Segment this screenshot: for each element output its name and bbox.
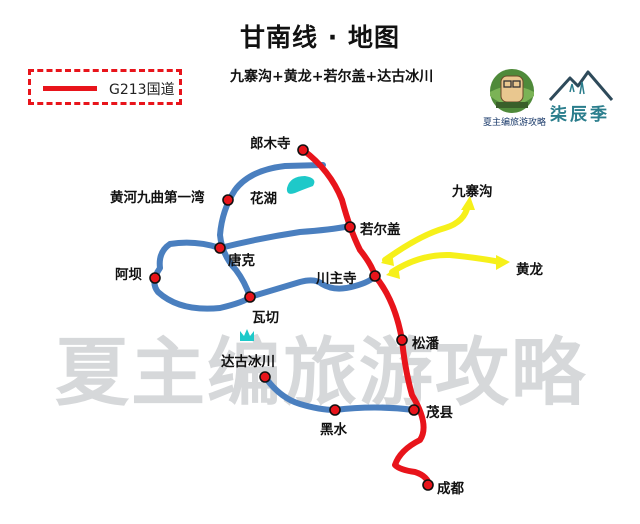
map-nodes: [149, 144, 434, 491]
arrow-jiuzhaigou: [382, 202, 471, 263]
arrow-huanglong: [389, 251, 503, 275]
brand-name: 柒辰季: [550, 105, 610, 125]
label-dagu: 达古冰川: [221, 354, 275, 370]
label-huanghe: 黄河九曲第一湾: [110, 190, 205, 206]
label-heishui: 黑水: [320, 422, 347, 438]
label-ruoergai: 若尔盖: [360, 222, 401, 238]
node-chengdu: [422, 479, 434, 491]
node-maoxian: [408, 404, 420, 416]
huahu-lake-icon: [286, 176, 315, 194]
label-langmusi: 郎木寺: [250, 136, 291, 152]
author-avatar-icon: [490, 69, 534, 113]
legend-label: G213国道: [109, 82, 175, 98]
node-songpan: [396, 334, 408, 346]
node-huanghe: [222, 194, 234, 206]
route-waqie-chuanzhusi: [247, 273, 378, 300]
label-chengdu: 成都: [437, 481, 464, 497]
node-tangke: [214, 242, 226, 254]
label-huanglong: 黄龙: [516, 262, 543, 278]
author-logo-caption: 夏主编旅游攻略: [483, 118, 547, 128]
brand-logo: [548, 70, 614, 102]
side-trip-arrows: [382, 202, 503, 275]
node-waqie: [244, 291, 256, 303]
label-maoxian: 茂县: [426, 405, 453, 421]
glacier-icon: [240, 329, 254, 341]
label-songpan: 松潘: [412, 336, 439, 352]
node-aba: [149, 272, 161, 284]
node-heishui: [329, 404, 341, 416]
route-subtitle: 九寨沟+黄龙+若尔盖+达古冰川: [230, 69, 434, 85]
page-title: 甘南线 · 地图: [240, 23, 400, 52]
blue-routes: [151, 162, 417, 413]
node-langmusi: [297, 144, 309, 156]
label-tangke: 唐克: [228, 253, 255, 269]
label-huahu: 花湖: [250, 191, 277, 207]
route-dagu-maoxian: [262, 374, 417, 413]
route-langmusi-waqie: [217, 162, 326, 300]
node-chuanzhusi: [369, 270, 381, 282]
label-jiuzhaigou: 九寨沟: [452, 184, 493, 200]
label-aba: 阿坝: [115, 267, 142, 283]
label-waqie: 瓦切: [252, 310, 279, 326]
author-logo: [487, 68, 537, 114]
map-legend: G213国道: [28, 69, 182, 105]
watermark: 夏主编旅游攻略: [55, 330, 587, 416]
node-ruoergai: [344, 221, 356, 233]
route-tangke-ruoergai: [217, 223, 353, 251]
node-dagu: [259, 371, 271, 383]
g213-line-swatch: [43, 86, 97, 91]
label-chuanzhusi: 川主寺: [316, 271, 357, 287]
arrowheads: [381, 196, 510, 279]
mountain-icon: [548, 70, 614, 102]
